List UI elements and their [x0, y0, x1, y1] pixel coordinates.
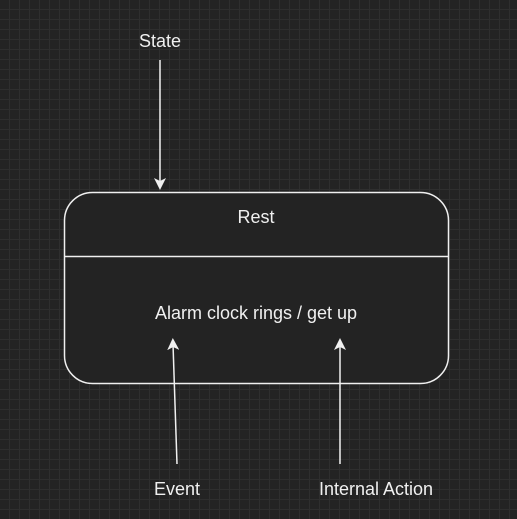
state-box[interactable] [63, 191, 450, 385]
state-name-label: Rest [237, 207, 275, 227]
event-arrow[interactable] [167, 338, 180, 465]
action-annotation-label: Internal Action [318, 479, 434, 499]
transition-text: Alarm clock rings / get up [154, 303, 358, 323]
state-annotation-label: State [138, 31, 182, 51]
event-annotation-label: Event [153, 479, 201, 499]
